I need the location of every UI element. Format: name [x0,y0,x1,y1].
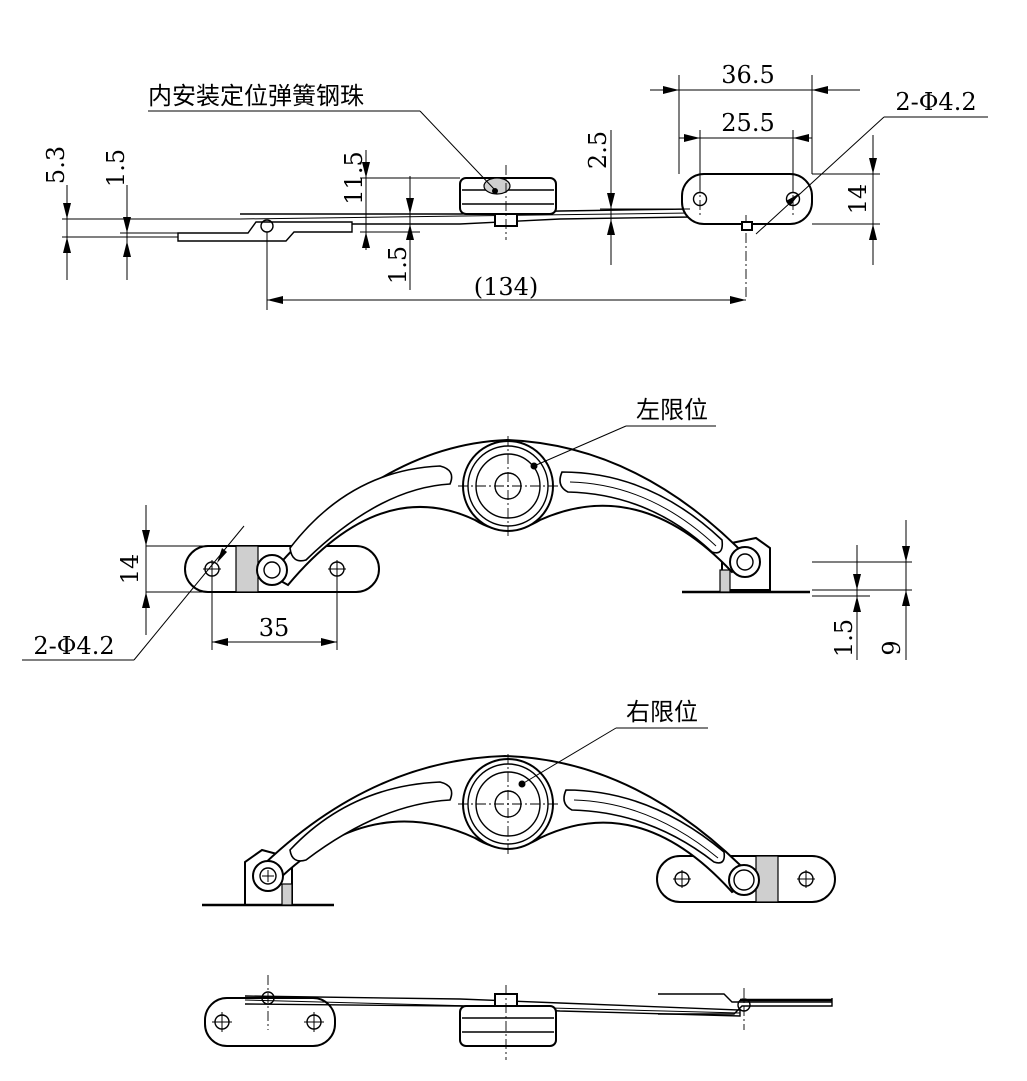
left-limit-label: 左限位 [636,396,708,424]
dim-1-5-mid-label: 1.5 [384,246,412,284]
dim-11-5-label: 11.5 [340,151,368,204]
spring-ball-note: 内安装定位弹簧钢珠 [148,82,364,110]
dim-134-label: (134) [474,273,539,301]
dim-2-5-label: 2.5 [584,131,612,169]
side-view: 5.3 1.5 11.5 1.5 2.5 (134) 36.5 [42,61,988,310]
dim-35-label: 35 [259,614,290,642]
bottom-view [204,975,833,1060]
dim-14-left-label: 14 [116,554,144,585]
dim-1-5-left-label: 1.5 [102,149,130,187]
dim-14-label: 14 [844,184,872,215]
hole-callout-left: 2-Φ4.2 [33,632,114,660]
dim-36-5-label: 36.5 [721,61,774,89]
hole-callout-top: 2-Φ4.2 [895,88,976,116]
right-limit-view: 右限位 [202,698,836,907]
dim-1-5-right-label: 1.5 [830,619,858,657]
dim-25-5-label: 25.5 [721,109,774,137]
dim-5-3-label: 5.3 [42,146,70,184]
left-limit-view: 左限位 14 35 2-Φ4.2 1.5 9 [22,396,912,661]
dim-9-label: 9 [878,640,906,655]
right-limit-label: 右限位 [626,698,698,726]
